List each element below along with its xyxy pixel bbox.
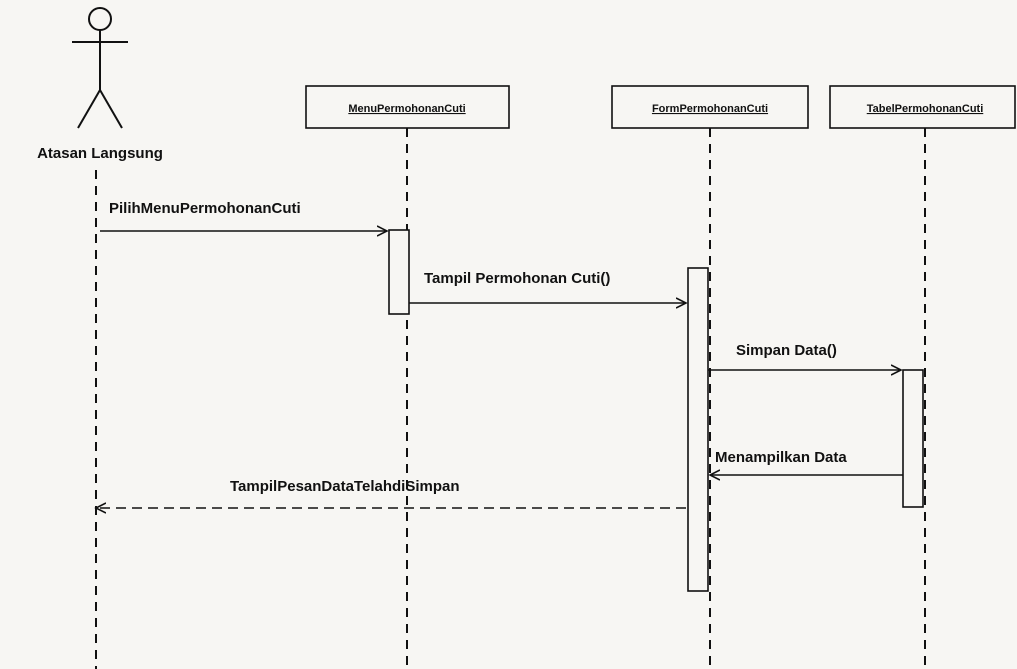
object-name: FormPermohonanCuti (652, 103, 768, 115)
activation-bar-menu (388, 229, 410, 315)
actor-stick-figure-icon (72, 7, 128, 129)
message-label: Menampilkan Data (715, 449, 847, 466)
actor-atasan-langsung: Atasan Langsung (37, 7, 163, 162)
message-label: TampilPesanDataTelahdiSimpan (230, 478, 460, 495)
message-menampilkan-data: Menampilkan Data (710, 449, 903, 475)
message-simpan-data: Simpan Data() (708, 342, 901, 370)
message-pilih-menu: PilihMenuPermohonanCuti (100, 200, 387, 231)
activation-bar-tabel (902, 369, 924, 508)
object-name: MenuPermohonanCuti (348, 103, 465, 115)
object-box (829, 85, 1016, 129)
message-tampil-permohonan-cuti: Tampil Permohonan Cuti() (409, 270, 686, 303)
message-label: Tampil Permohonan Cuti() (424, 270, 610, 287)
object-box (305, 85, 510, 129)
object-menu-permohonan-cuti: MenuPermohonanCuti (305, 85, 510, 129)
object-box (611, 85, 809, 129)
message-label: PilihMenuPermohonanCuti (109, 200, 301, 217)
message-tampil-pesan-data: TampilPesanDataTelahdiSimpan (96, 478, 686, 508)
actor-name: Atasan Langsung (37, 145, 163, 162)
activation-bar-form (687, 267, 709, 592)
object-tabel-permohonan-cuti: TabelPermohonanCuti (829, 85, 1016, 129)
message-label: Simpan Data() (736, 342, 837, 359)
object-name: TabelPermohonanCuti (867, 103, 984, 115)
object-form-permohonan-cuti: FormPermohonanCuti (611, 85, 809, 129)
